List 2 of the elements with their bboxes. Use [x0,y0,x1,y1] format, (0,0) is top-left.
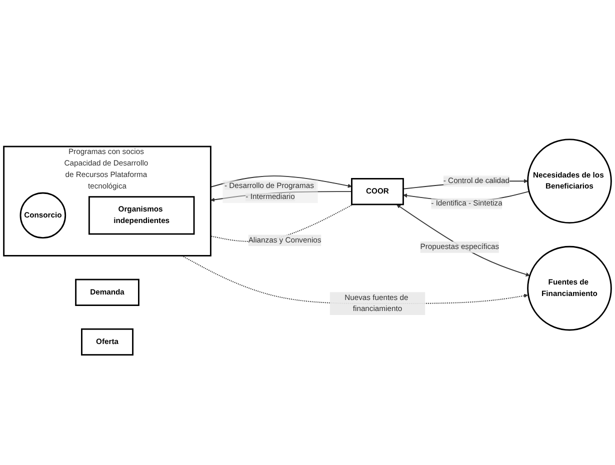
arrow [210,175,352,188]
arrow [396,204,530,276]
